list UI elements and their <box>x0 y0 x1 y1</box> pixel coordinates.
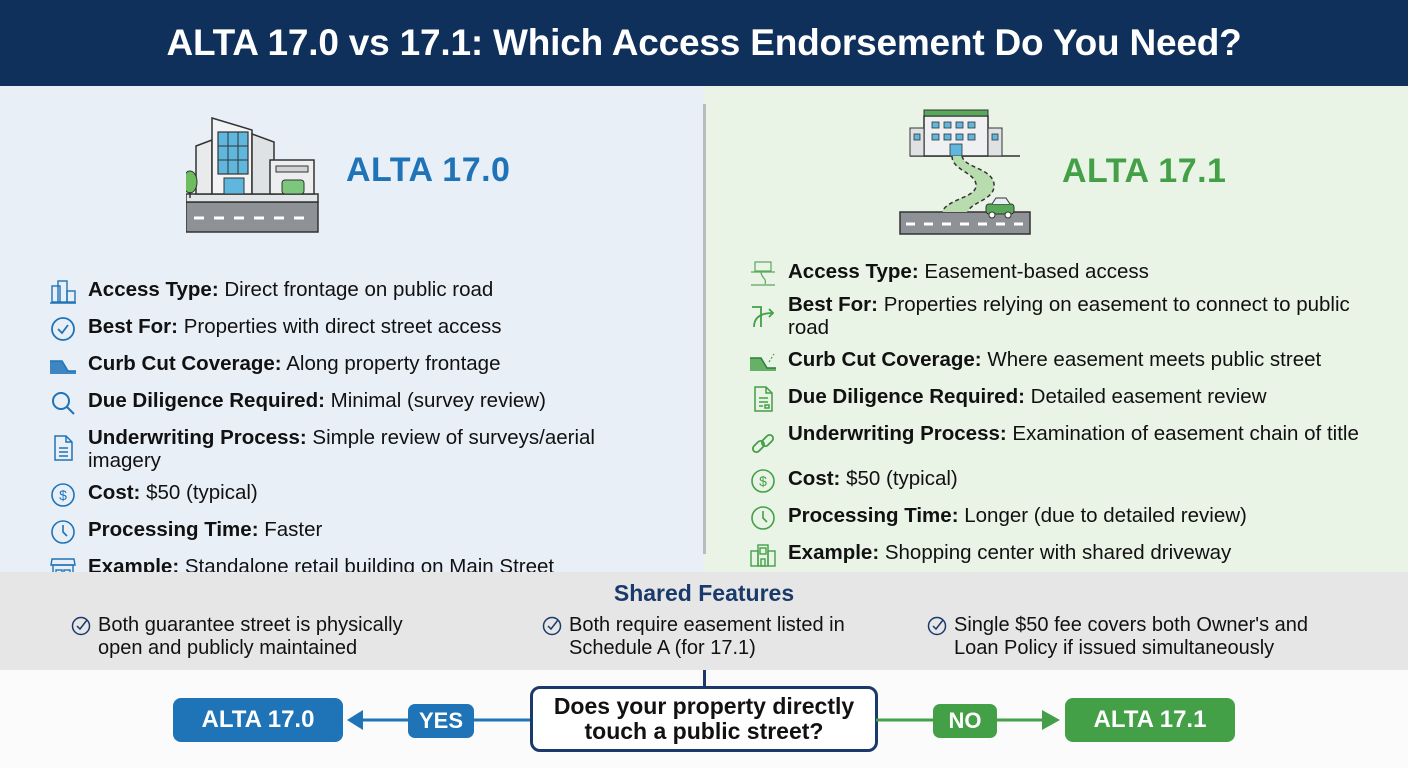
alta-17-1-title: ALTA 17.1 <box>1062 151 1227 190</box>
yes-label: YES <box>408 704 474 738</box>
list-item: Processing Time: Longer (due to detailed… <box>748 504 1368 532</box>
page-title: ALTA 17.0 vs 17.1: Which Access Endorsem… <box>166 22 1242 63</box>
list-item: Curb Cut Coverage: Along property fronta… <box>48 352 668 380</box>
no-label: NO <box>933 704 997 738</box>
building-direct-access-icon <box>186 116 319 233</box>
list-item: Underwriting Process: Examination of eas… <box>748 422 1368 458</box>
check-circle-icon <box>71 616 91 636</box>
shared-features-title: Shared Features <box>613 580 795 606</box>
svg-text:$: $ <box>59 487 67 503</box>
result-alta-17-1: ALTA 17.1 <box>1065 698 1235 742</box>
list-item: Processing Time: Faster <box>48 518 668 546</box>
shared-features-section: Shared Features Both guarantee street is… <box>0 572 1408 670</box>
chain-link-icon <box>748 430 778 458</box>
dollar-icon: $ <box>748 467 778 495</box>
alta-17-0-title: ALTA 17.0 <box>346 150 511 189</box>
connector-line <box>703 670 706 688</box>
list-item: Best For: Properties with direct street … <box>48 315 668 343</box>
dollar-icon: $ <box>48 481 78 509</box>
list-item: Access Type: Easement-based access <box>748 260 1368 288</box>
alta-17-0-feature-list: Access Type: Direct frontage on public r… <box>48 278 668 583</box>
easement-map-icon <box>748 260 778 288</box>
curb-cut-icon <box>48 352 78 380</box>
list-item: Due Diligence Required: Minimal (survey … <box>48 389 668 417</box>
list-item: Best For: Properties relying on easement… <box>748 293 1368 339</box>
list-item: Curb Cut Coverage: Where easement meets … <box>748 348 1368 376</box>
list-item: Access Type: Direct frontage on public r… <box>48 278 668 306</box>
panel-divider <box>703 104 706 554</box>
alta-17-1-panel: ALTA 17.1 Access Type: Easement-based ac… <box>704 86 1408 572</box>
alta-17-0-panel: ALTA 17.0 Access Type: Direct frontage o… <box>0 86 704 581</box>
list-item: Due Diligence Required: Detailed easemen… <box>748 385 1368 413</box>
alta-17-1-feature-list: Access Type: Easement-based access Best … <box>748 260 1368 569</box>
check-circle-icon <box>48 315 78 343</box>
curb-cut-icon <box>748 348 778 376</box>
document-icon <box>48 434 78 462</box>
result-alta-17-0: ALTA 17.0 <box>173 698 343 742</box>
list-item: Underwriting Process: Simple review of s… <box>48 426 668 472</box>
alta-17-0-hero: ALTA 17.0 <box>186 106 510 234</box>
building-icon <box>48 278 78 306</box>
decision-flow: ALTA 17.0 YES Does your property directl… <box>0 670 1408 768</box>
route-arrow-icon <box>748 301 778 329</box>
document-icon <box>748 385 778 413</box>
svg-text:$: $ <box>759 473 767 489</box>
magnifier-icon <box>48 389 78 417</box>
list-item: $ Cost: $50 (typical) <box>748 467 1368 495</box>
list-item: $ Cost: $50 (typical) <box>48 481 668 509</box>
list-item: Example: Shopping center with shared dri… <box>748 541 1368 569</box>
header-banner: ALTA 17.0 vs 17.1: Which Access Endorsem… <box>0 0 1408 86</box>
check-circle-icon <box>927 616 947 636</box>
shopping-center-icon <box>748 541 778 569</box>
clock-icon <box>748 504 778 532</box>
alta-17-1-hero: ALTA 17.1 <box>898 106 1226 236</box>
building-easement-path-icon <box>899 109 1031 235</box>
clock-icon <box>48 518 78 546</box>
check-circle-icon <box>542 616 562 636</box>
